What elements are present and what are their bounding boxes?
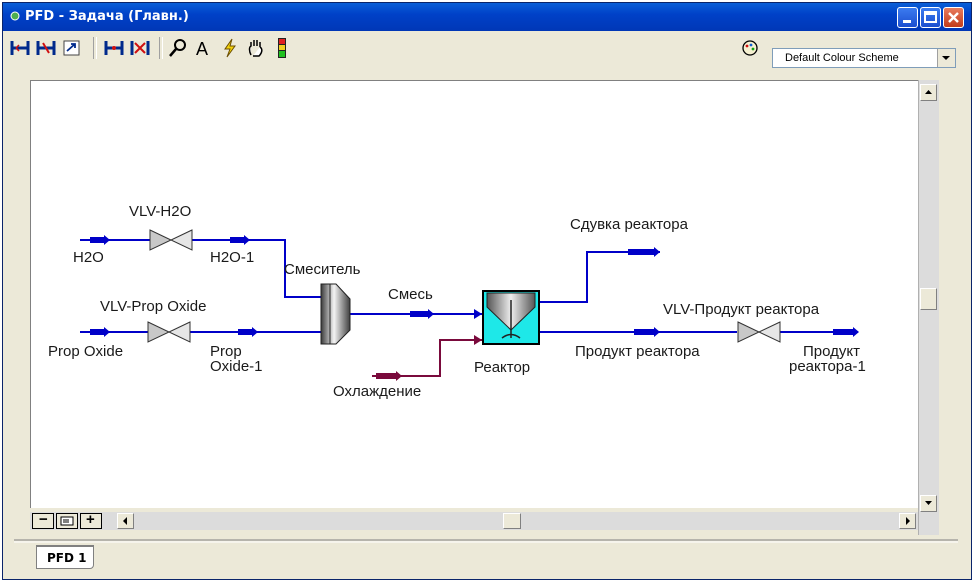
break-connection-icon[interactable]	[219, 37, 241, 59]
unit-label-mixer: Смеситель	[284, 261, 361, 278]
stream-label-product: Продукт реактора	[575, 343, 700, 360]
stream-label-product-1-line2: реактора-1	[789, 358, 866, 375]
stream-label-product-1-line1: Продукт	[803, 343, 860, 360]
stream-label-h2o-1: H2O-1	[210, 249, 255, 266]
stream-arrow-vent	[628, 249, 654, 255]
arrow-right-icon	[906, 517, 910, 525]
stream-arrow-vent	[654, 247, 660, 257]
stream-arrow-h2o-1	[244, 235, 250, 245]
energy-arrow-cooling	[376, 373, 396, 379]
attach-icon[interactable]	[103, 37, 125, 59]
stream-arrow-h2o	[90, 237, 104, 243]
energy-line-cooling	[372, 339, 482, 377]
valve-vlv-prop-oxide	[147, 321, 191, 343]
zoom-in-button[interactable]: +	[80, 511, 102, 529]
colour-scheme-select[interactable]: Default Colour Scheme	[772, 48, 956, 68]
pfd-canvas[interactable]	[30, 80, 919, 508]
scroll-down-button[interactable]	[920, 495, 937, 512]
stream-label-prop-oxide: Prop Oxide	[48, 343, 124, 360]
stream-arrow-mix-end	[474, 309, 482, 319]
stream-line-vent	[530, 251, 660, 303]
tab-pfd-1[interactable]: PFD 1	[36, 545, 94, 569]
stream-arrow-prop-oxide	[104, 327, 110, 337]
arrow-down-icon	[925, 501, 932, 505]
stream-arrow-prop-oxide-1	[252, 327, 258, 337]
size-alt-icon[interactable]	[35, 37, 57, 59]
stream-arrow-prop-oxide	[90, 329, 104, 335]
stream-label-cooling: Охлаждение	[333, 383, 422, 400]
colour-scheme-value: Default Colour Scheme	[785, 52, 899, 64]
stream-label-h2o: H2O	[73, 249, 104, 266]
horizontal-scroll-thumb[interactable]	[503, 513, 521, 529]
scroll-left-button[interactable]	[117, 513, 134, 529]
svg-text:A: A	[196, 39, 208, 59]
scroll-right-button[interactable]	[899, 513, 916, 529]
size-icon[interactable]	[9, 37, 31, 59]
detach-icon[interactable]	[129, 37, 151, 59]
minimize-icon	[903, 20, 911, 23]
zoom-out-label: −	[39, 511, 48, 528]
stream-label-prop-oxide-1-line1: Prop	[210, 343, 242, 360]
maximize-icon	[924, 11, 937, 23]
stream-arrow-product	[634, 329, 654, 335]
energy-arrow-cooling	[396, 371, 402, 381]
palette-icon[interactable]	[739, 37, 761, 59]
stream-arrow-product	[654, 327, 660, 337]
tab-label: PFD 1	[47, 551, 87, 565]
scroll-up-button[interactable]	[920, 84, 937, 101]
zoom-in-label: +	[86, 511, 95, 528]
close-button[interactable]	[943, 7, 964, 28]
horizontal-scrollbar[interactable]	[30, 512, 918, 530]
arrow-up-icon	[925, 90, 932, 94]
mixer-unit	[320, 283, 351, 345]
toolbar-separator	[159, 37, 163, 59]
zoom-fit-icon	[60, 516, 74, 526]
stream-arrow-h2o-1	[230, 237, 244, 243]
text-icon[interactable]: A	[193, 37, 215, 59]
valve-vlv-h2o	[149, 229, 193, 251]
stream-label-mix: Смесь	[388, 286, 433, 303]
minimize-button[interactable]	[897, 7, 918, 28]
reactor-unit	[482, 290, 540, 345]
pfd-app-icon	[10, 11, 20, 21]
zoom-fit-button[interactable]	[56, 513, 78, 529]
vertical-scrollbar[interactable]	[918, 80, 939, 535]
title-bar[interactable]: PFD - Задача (Главн.)	[3, 3, 971, 31]
stream-arrow-h2o	[104, 235, 110, 245]
window-title: PFD - Задача (Главн.)	[25, 9, 189, 24]
tab-strip-border	[14, 539, 958, 543]
stream-arrow-product-1	[833, 329, 853, 335]
unit-label-vlv-product: VLV-Продукт реактора	[663, 301, 820, 318]
dropdown-button[interactable]	[937, 49, 955, 67]
colour-bar-icon[interactable]	[271, 37, 293, 59]
energy-arrow-cooling-end	[474, 335, 482, 345]
maximize-button[interactable]	[920, 7, 941, 28]
close-icon	[948, 12, 959, 23]
stream-arrow-product-1	[853, 327, 859, 337]
unit-label-reactor: Реактор	[474, 359, 531, 376]
toolbar-separator	[93, 37, 97, 59]
arrow-left-icon	[123, 517, 127, 525]
zoom-out-button[interactable]: −	[32, 511, 54, 529]
tab-strip: PFD 1	[14, 536, 958, 572]
unit-label-vlv-prop-oxide: VLV-Prop Oxide	[100, 298, 207, 315]
chevron-down-icon	[942, 56, 950, 60]
zoom-icon[interactable]	[167, 37, 189, 59]
stream-arrow-mix	[410, 311, 428, 317]
unit-label-vlv-h2o: VLV-H2O	[129, 203, 192, 220]
stream-label-prop-oxide-1-line2: Oxide-1	[210, 358, 263, 375]
pan-icon[interactable]	[245, 37, 267, 59]
stream-arrow-mix	[428, 309, 434, 319]
auto-position-icon[interactable]	[61, 37, 83, 59]
valve-vlv-product	[737, 321, 781, 343]
stream-label-vent: Сдувка реактора	[570, 216, 688, 233]
stream-arrow-prop-oxide-1	[238, 329, 252, 335]
vertical-scroll-thumb[interactable]	[920, 288, 937, 310]
